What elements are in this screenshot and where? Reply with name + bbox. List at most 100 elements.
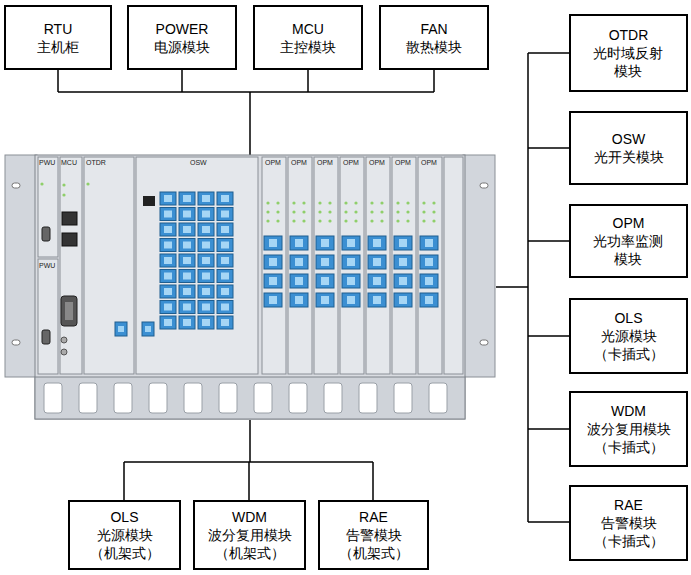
fiber-port-core [295, 277, 303, 285]
led [370, 219, 373, 222]
fiber-port [217, 270, 233, 283]
fiber-port-core [373, 258, 381, 266]
module-code: RAE [614, 496, 643, 514]
module-name: 告警模块 [346, 526, 402, 544]
fiber-port [198, 254, 214, 267]
fan-slot [429, 383, 447, 413]
fiber-port [217, 254, 233, 267]
fiber-port-core [202, 195, 210, 202]
led [86, 182, 89, 185]
fiber-port-core [202, 288, 210, 295]
fiber-port-core [164, 304, 172, 311]
led [380, 210, 383, 213]
fiber-port [217, 208, 233, 221]
module-code: OPM [613, 214, 645, 232]
led [406, 219, 409, 222]
fiber-port-core [202, 319, 210, 326]
led [380, 201, 383, 204]
fiber-port-core [164, 242, 172, 249]
led [276, 210, 279, 213]
fiber-port [290, 236, 308, 250]
fiber-port-core [373, 296, 381, 304]
fiber-port [160, 254, 176, 267]
fiber-port [342, 255, 360, 269]
module-name: 光时域反射模块 [592, 44, 665, 80]
module-code: POWER [156, 20, 209, 38]
fan-slot [79, 383, 97, 413]
led [62, 183, 65, 186]
module-name: 电源模块 [154, 38, 210, 56]
module-box: MCU主控模块 [253, 5, 363, 70]
module-name: （卡插式） [594, 532, 664, 550]
fiber-port [264, 274, 282, 288]
fiber-port [420, 255, 438, 269]
module-box: OTDR光时域反射模块 [569, 14, 688, 92]
fan-slot [289, 383, 307, 413]
fiber-port [420, 236, 438, 250]
module-name: 主控模块 [280, 38, 336, 56]
led [328, 210, 331, 213]
fiber-port [420, 274, 438, 288]
module-code: RAE [359, 508, 388, 526]
module-name: （机架式） [90, 544, 160, 562]
fiber-port [217, 239, 233, 252]
slot-label: OPM [265, 159, 281, 167]
fiber-port [264, 255, 282, 269]
module-name: （机架式） [215, 544, 285, 562]
led [302, 219, 305, 222]
fiber-port-core [183, 242, 191, 249]
slot-label: MCU [61, 159, 77, 167]
module-box: OLS光源模块（卡插式） [569, 298, 688, 374]
fan-slot [44, 383, 62, 413]
fan-slots [44, 383, 447, 413]
slot-label: OPM [291, 159, 307, 167]
fiber-port-core [373, 239, 381, 247]
fiber-port [179, 254, 195, 267]
fan-slot [114, 383, 132, 413]
slot-label: OTDR [86, 159, 106, 167]
fiber-port [217, 285, 233, 298]
led [318, 219, 321, 222]
fiber-port [179, 208, 195, 221]
fiber-port [160, 208, 176, 221]
fiber-port-core [202, 304, 210, 311]
led [370, 201, 373, 204]
fiber-port-core [221, 257, 229, 264]
osw-ports [160, 192, 233, 329]
fiber-port [290, 274, 308, 288]
module-name: 光开关模块 [594, 148, 664, 166]
slot-label: OPM [395, 159, 411, 167]
fiber-port-core [269, 277, 277, 285]
module-box: OLS光源模块（机架式） [68, 500, 181, 570]
led [328, 219, 331, 222]
led [432, 201, 435, 204]
fiber-port [198, 285, 214, 298]
fiber-port-core [321, 277, 329, 285]
chassis-body [35, 155, 465, 419]
module-code: OTDR [609, 26, 649, 44]
module-code: FAN [420, 20, 447, 38]
fiber-port-core [425, 239, 433, 247]
module-box: WDM波分复用模块（卡插式） [569, 391, 688, 467]
fiber-port [264, 293, 282, 307]
module-code: RTU [44, 20, 73, 38]
rack-ears [5, 155, 495, 377]
module-slots [38, 157, 463, 374]
led [276, 201, 279, 204]
fiber-port-core [295, 296, 303, 304]
led [396, 201, 399, 204]
fiber-port [160, 285, 176, 298]
module-box: POWER电源模块 [127, 5, 237, 70]
fiber-port [179, 316, 195, 329]
fiber-port-core [164, 226, 172, 233]
opm-ports [264, 236, 438, 307]
module-name: 散热模块 [406, 38, 462, 56]
fiber-port-core [164, 257, 172, 264]
module-box: WDM波分复用模块（机架式） [193, 500, 306, 570]
fiber-port [290, 255, 308, 269]
module-box: OPM光功率监测模块 [569, 204, 688, 278]
fiber-port-core [373, 277, 381, 285]
fiber-port [179, 223, 195, 236]
fan-slot [219, 383, 237, 413]
led [406, 201, 409, 204]
